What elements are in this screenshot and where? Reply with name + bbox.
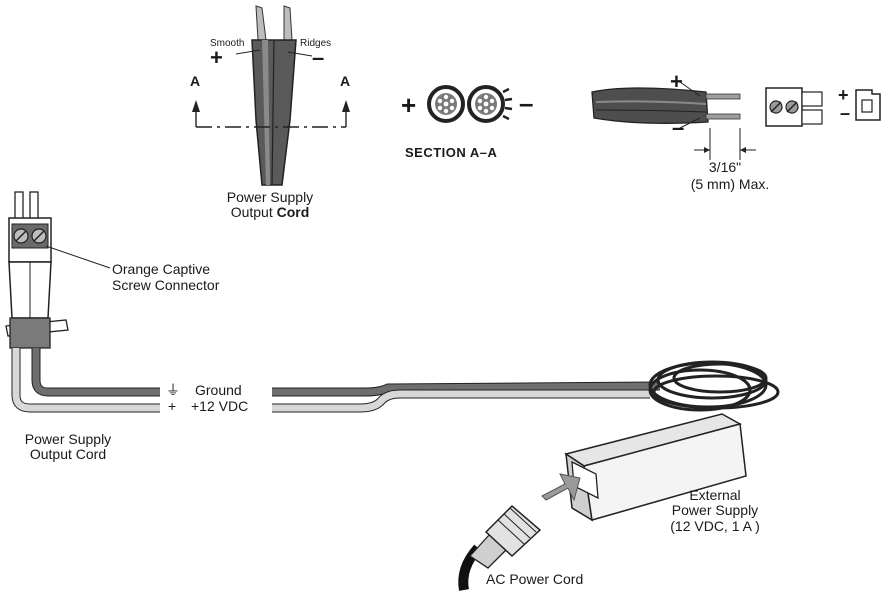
- captive-screw-plug-small: [765, 87, 823, 127]
- ground-label: Ground: [195, 382, 242, 398]
- power-supply-line2: Power Supply: [671, 502, 759, 519]
- connector-label-line1: Orange Captive: [112, 261, 211, 277]
- section-plus-sign: +: [401, 90, 417, 120]
- smooth-label: Smooth: [210, 38, 245, 49]
- power-supply-label: External Power Supply (12 VDC, 1 A ): [650, 487, 780, 534]
- section-a-a-label: SECTION A–A: [405, 145, 498, 160]
- cord-caption-line2: Output Cord: [205, 205, 335, 220]
- cord-caption-line2-prefix: Output: [230, 204, 277, 221]
- connector-end-view: [855, 89, 881, 121]
- section-minus-sign: –: [519, 88, 534, 118]
- orange-captive-screw-connector: [5, 191, 111, 349]
- cord-caption-line1: Power Supply: [226, 189, 314, 205]
- coiled-cord: [648, 360, 780, 412]
- output-wires: [11, 348, 661, 413]
- strip-minus-sign: –: [672, 115, 685, 140]
- dc-label: +12 VDC: [191, 398, 249, 414]
- ground-symbol: ⏚: [166, 382, 180, 398]
- section-line-a-a: [192, 100, 350, 128]
- power-supply-line1: External: [689, 487, 741, 503]
- ac-power-cord-plug: [458, 504, 542, 591]
- cord-caption-line2-bold: Cord: [276, 204, 310, 221]
- stripped-wire-illustration: [591, 81, 756, 160]
- ridges-label: Ridges: [300, 38, 332, 49]
- connector-label-line2: Screw Connector: [112, 277, 220, 293]
- insert-arrow: [541, 473, 581, 502]
- cord-caption: Power Supply Output Cord: [205, 189, 335, 221]
- strip-measure-line2: (5 mm) Max.: [690, 176, 770, 192]
- ac-power-cord-label: AC Power Cord: [486, 571, 584, 587]
- external-power-supply-brick: [564, 413, 747, 522]
- section-marker-left: A: [190, 73, 201, 89]
- power-supply-line3: (12 VDC, 1 A ): [670, 517, 760, 534]
- strip-measure-line1: 3/16": [708, 159, 742, 175]
- strip-plus-sign: +: [670, 69, 683, 94]
- output-cord-illustration: [235, 5, 313, 186]
- dc-plus-symbol: +: [168, 398, 177, 414]
- cross-section-view: [427, 85, 513, 123]
- output-cord-caption-line2: Output Cord: [29, 446, 107, 463]
- cord-plus-sign: +: [210, 45, 223, 70]
- section-marker-right: A: [340, 73, 351, 89]
- connector-minus-sign: –: [840, 103, 851, 123]
- cord-minus-sign: –: [312, 45, 325, 70]
- output-cord-caption: Power Supply Output Cord: [8, 431, 128, 463]
- connector-plus-sign: +: [838, 85, 849, 105]
- output-cord-caption-line1: Power Supply: [24, 431, 112, 447]
